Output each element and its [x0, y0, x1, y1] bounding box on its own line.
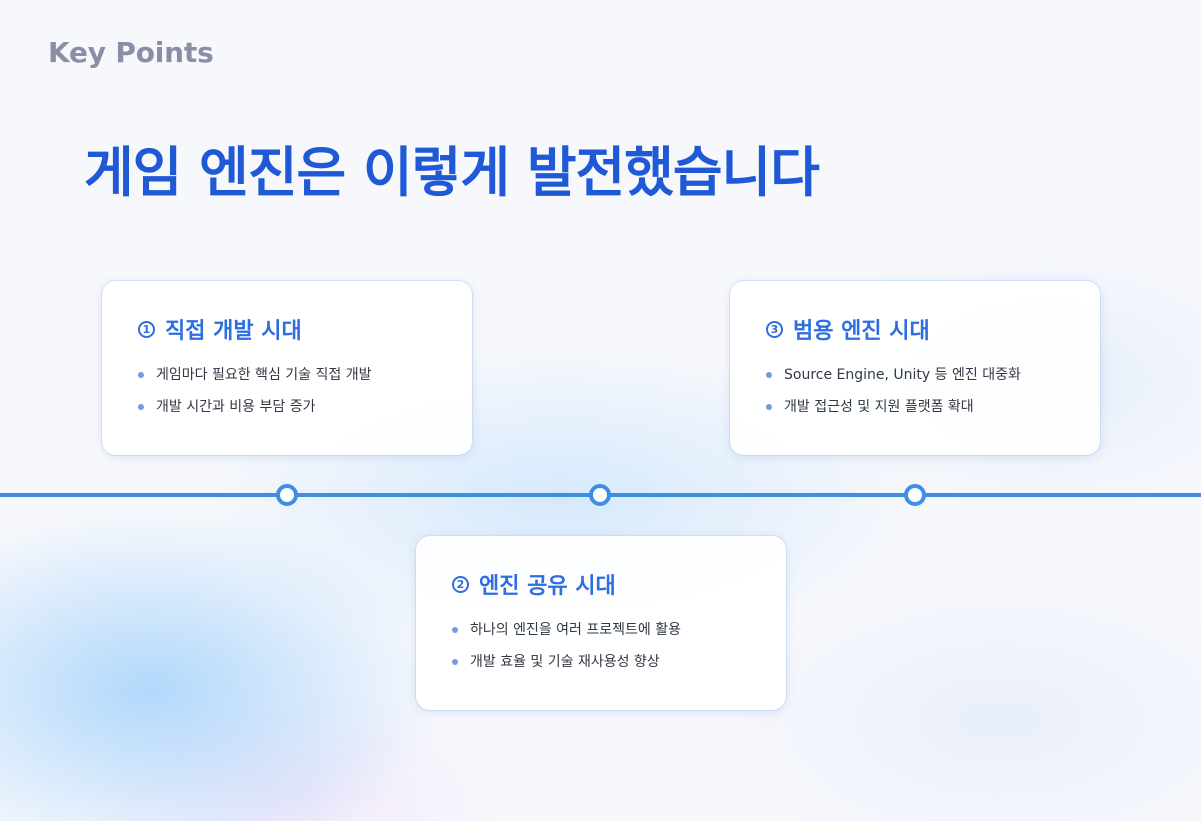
list-item: 게임마다 필요한 핵심 기술 직접 개발	[138, 367, 436, 383]
page-title: 게임 엔진은 이렇게 발전했습니다	[84, 141, 820, 204]
stage-bullet-list: 게임마다 필요한 핵심 기술 직접 개발 개발 시간과 비용 부담 증가	[138, 367, 436, 415]
list-item: Source Engine, Unity 등 엔진 대중화	[766, 367, 1064, 383]
circled-number-icon: 1	[138, 320, 155, 338]
timeline-node-1	[276, 484, 298, 506]
stage-title: 직접 개발 시대	[165, 319, 302, 344]
stage-card-header: 2 엔진 공유 시대	[452, 568, 750, 600]
stage-card-header: 1 직접 개발 시대	[138, 313, 436, 345]
list-item: 개발 효율 및 기술 재사용성 향상	[452, 654, 750, 670]
stage-card-2: 2 엔진 공유 시대 하나의 엔진을 여러 프로젝트에 활용 개발 효율 및 기…	[416, 536, 786, 710]
list-item: 개발 접근성 및 지원 플랫폼 확대	[766, 399, 1064, 415]
stage-card-3: 3 범용 엔진 시대 Source Engine, Unity 등 엔진 대중화…	[730, 281, 1100, 455]
stage-title: 엔진 공유 시대	[479, 574, 616, 599]
circled-number-icon: 2	[452, 575, 469, 593]
list-item: 개발 시간과 비용 부담 증가	[138, 399, 436, 415]
circled-number-icon: 3	[766, 320, 783, 338]
stage-card-header: 3 범용 엔진 시대	[766, 313, 1064, 345]
timeline-node-3	[904, 484, 926, 506]
eyebrow-label: Key Points	[48, 36, 214, 69]
stage-title: 범용 엔진 시대	[793, 319, 930, 344]
stage-card-1: 1 직접 개발 시대 게임마다 필요한 핵심 기술 직접 개발 개발 시간과 비…	[102, 281, 472, 455]
stage-bullet-list: Source Engine, Unity 등 엔진 대중화 개발 접근성 및 지…	[766, 367, 1064, 415]
list-item: 하나의 엔진을 여러 프로젝트에 활용	[452, 622, 750, 638]
timeline-node-2	[589, 484, 611, 506]
stage-bullet-list: 하나의 엔진을 여러 프로젝트에 활용 개발 효율 및 기술 재사용성 향상	[452, 622, 750, 670]
